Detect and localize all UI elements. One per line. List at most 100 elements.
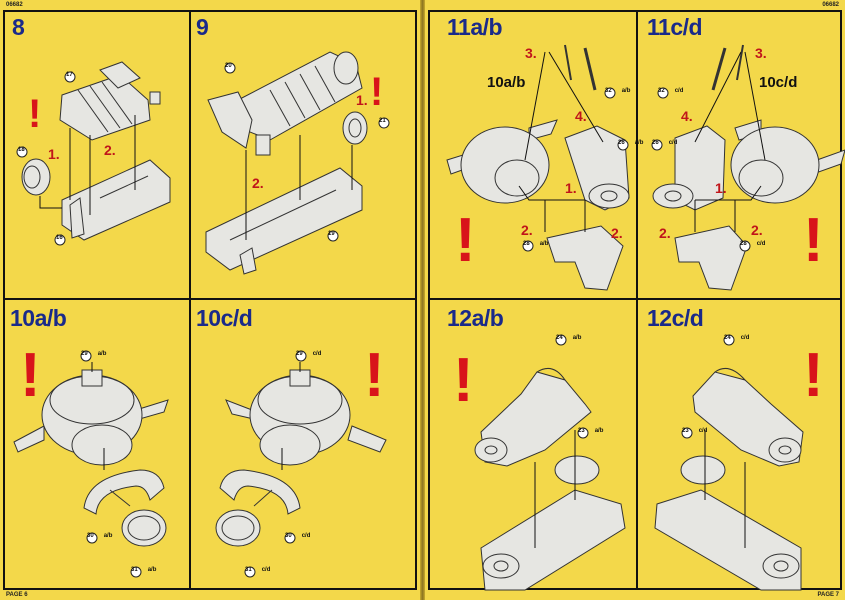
part-24cd-number: 24 [724, 335, 731, 341]
part-30cd-number: 30 [285, 533, 292, 539]
step-10cd-illustration [215, 350, 387, 578]
step-11ab-substep-2b: 2. [611, 225, 623, 241]
part-26cd-suffix: c/d [668, 140, 678, 146]
step-8-warning-icon: ! [28, 92, 42, 136]
part-30cd-suffix: c/d [301, 533, 311, 539]
part-29cd-callout: 29 c/d [296, 351, 321, 357]
part-30ab-number: 30 [87, 533, 94, 539]
step-8-substep-2: 2. [104, 142, 116, 158]
document-code: 06682 [6, 2, 23, 8]
right-grid-divider-h [428, 298, 842, 300]
step-11cd-substep-4: 4. [681, 108, 693, 124]
part-21-number: 21 [379, 118, 386, 124]
part-31ab-number: 31 [131, 567, 138, 573]
step-9-title: 9 [196, 14, 209, 40]
part-32ab-suffix: a/b [621, 88, 631, 94]
part-28cd-callout: 28 c/d [740, 241, 765, 247]
part-30cd-callout: 30 c/d [285, 533, 310, 539]
part-29ab-number: 29 [81, 351, 88, 357]
part-26ab-callout: 26 a/b [618, 140, 643, 146]
left-page: 06682 8 [0, 0, 420, 600]
part-18-number: 18 [18, 147, 25, 153]
step-11cd-substep-2a: 2. [659, 225, 671, 241]
step-12cd-illustration [654, 334, 804, 591]
part-28ab-number: 28 [523, 241, 530, 247]
part-23ab-number: 23 [578, 428, 585, 434]
part-24ab-suffix: a/b [572, 335, 582, 341]
part-31cd-suffix: c/d [261, 567, 271, 573]
step-11cd-title: 11c/d [647, 14, 703, 40]
left-grid-divider-v [189, 10, 191, 590]
step-12cd-warning-icon: ! [803, 341, 824, 410]
part-31ab-suffix: a/b [147, 567, 157, 573]
step-11ab-illustration [446, 44, 630, 291]
step-11cd-illustration [651, 44, 845, 291]
part-21-callout: 21 [379, 118, 386, 124]
step-9-substep-1: 1. [356, 92, 368, 108]
part-30ab-callout: 30 a/b [87, 533, 112, 539]
part-29cd-number: 29 [296, 351, 303, 357]
page-number-left: PAGE 6 [6, 592, 28, 598]
part-26ab-suffix: a/b [634, 140, 644, 146]
step-11cd-reference-label: 10c/d [759, 74, 798, 91]
part-23cd-number: 23 [682, 428, 689, 434]
part-29cd-suffix: c/d [312, 351, 322, 357]
left-grid-frame [3, 10, 417, 590]
part-32cd-callout: 32 c/d [658, 88, 683, 94]
step-10ab-title: 10a/b [10, 305, 67, 331]
part-29ab-callout: 29 a/b [81, 351, 106, 357]
step-10ab-warning-icon: ! [20, 341, 41, 410]
right-page: 06682 11a/b [425, 0, 845, 600]
part-24cd-suffix: c/d [740, 335, 750, 341]
document-code-right: 06682 [822, 2, 839, 8]
step-11ab-substep-4: 4. [575, 108, 587, 124]
part-23cd-suffix: c/d [698, 428, 708, 434]
part-16-number: 16 [56, 235, 63, 241]
step-8-title: 8 [12, 14, 25, 40]
step-11ab-title: 11a/b [447, 14, 503, 40]
part-31cd-number: 31 [245, 567, 252, 573]
part-19-callout: 19 [328, 231, 335, 237]
step-11ab-substep-1: 1. [565, 180, 577, 196]
left-grid-divider-h [3, 298, 417, 300]
step-11cd-substep-2b: 2. [751, 222, 763, 238]
page-number-right: PAGE 7 [817, 592, 839, 598]
part-28cd-suffix: c/d [756, 241, 766, 247]
part-16-callout: 16 [56, 235, 63, 241]
step-9-warning-icon: ! [370, 70, 384, 114]
right-grid-divider-v [636, 10, 638, 590]
part-18-callout: 18 [18, 147, 25, 153]
step-10ab-illustration [13, 350, 169, 578]
part-26cd-number: 26 [652, 140, 659, 146]
part-24ab-number: 24 [556, 335, 563, 341]
step-11cd-substep-3: 3. [755, 45, 767, 61]
step-11cd-substep-1: 1. [715, 180, 727, 196]
part-23cd-callout: 23 c/d [682, 428, 707, 434]
part-24cd-callout: 24 c/d [724, 335, 749, 341]
part-32ab-callout: 32 a/b [605, 88, 630, 94]
part-29ab-suffix: a/b [97, 351, 107, 357]
step-12ab-title: 12a/b [447, 305, 504, 331]
step-10cd-title: 10c/d [196, 305, 253, 331]
right-grid-frame [428, 10, 842, 590]
step-8-illustration [16, 61, 171, 246]
step-9-substep-2: 2. [252, 175, 264, 191]
part-26cd-callout: 26 c/d [652, 140, 677, 146]
part-17-callout: 17 [66, 72, 73, 78]
step-11ab-warning-icon: ! [455, 206, 476, 275]
part-32cd-number: 32 [658, 88, 665, 94]
part-24ab-callout: 24 a/b [556, 335, 581, 341]
step-11cd-warning-icon: ! [803, 206, 824, 275]
step-12ab-warning-icon: ! [453, 346, 474, 415]
part-19-number: 19 [328, 231, 335, 237]
step-11ab-substep-3: 3. [525, 45, 537, 61]
step-9-illustration [205, 51, 390, 275]
step-10cd-warning-icon: ! [364, 341, 385, 410]
book-gutter [420, 0, 425, 600]
part-32cd-suffix: c/d [674, 88, 684, 94]
step-12ab-illustration [474, 334, 626, 591]
part-32ab-number: 32 [605, 88, 612, 94]
step-8-substep-1: 1. [48, 146, 60, 162]
step-11ab-reference-label: 10a/b [487, 74, 526, 91]
